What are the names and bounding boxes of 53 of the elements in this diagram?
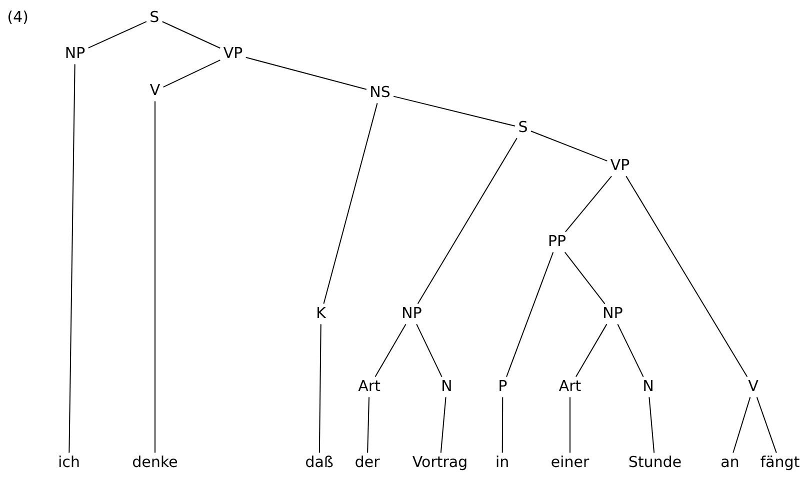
category-label: Art	[358, 380, 380, 391]
word: der	[356, 456, 380, 468]
tree-branch	[575, 324, 608, 378]
word: in	[496, 456, 508, 467]
tree-branch	[68, 64, 76, 454]
tree-branch	[318, 324, 322, 454]
tree-branch	[393, 96, 516, 127]
category-label: K	[318, 307, 326, 318]
category-label: N	[442, 380, 451, 391]
word: ich	[59, 456, 79, 468]
category-label: NS	[371, 86, 390, 98]
word: daß	[306, 456, 333, 468]
tree-branch	[732, 396, 751, 454]
word: an	[722, 458, 738, 468]
tree-branch	[162, 21, 221, 49]
tree-branch	[154, 100, 156, 454]
tree-branch	[162, 60, 221, 88]
category-label: NP	[403, 307, 422, 318]
tree-branch	[506, 252, 554, 378]
category-label: NP	[66, 47, 85, 58]
tree-branch	[564, 252, 606, 304]
category-label: NP	[604, 307, 622, 318]
tree-branch	[502, 396, 504, 454]
category-label: V	[748, 380, 758, 391]
word: denke	[133, 456, 178, 468]
tree-branch	[417, 138, 518, 304]
word: einer	[552, 456, 590, 468]
tree-branch	[617, 324, 644, 378]
tree-branch	[374, 324, 406, 378]
example-number: (4)	[8, 10, 28, 24]
tree-branch	[756, 396, 777, 454]
tree-branch	[530, 130, 608, 162]
word: fängt	[760, 456, 800, 470]
tree-branch	[440, 396, 446, 454]
category-label: PP	[549, 235, 566, 246]
category-label: N	[644, 380, 652, 391]
tree-branch	[648, 396, 655, 454]
category-label: S	[519, 120, 527, 132]
tree-branch	[88, 21, 147, 48]
tree-branch	[626, 176, 748, 378]
tree-branch	[323, 102, 378, 304]
category-label: S	[150, 10, 158, 22]
category-label: Art	[558, 380, 581, 391]
category-label: P	[500, 380, 507, 391]
word: Stunde	[629, 456, 681, 468]
tree-branch	[245, 56, 367, 90]
tree-branch	[367, 396, 370, 454]
word: Vortrag	[412, 456, 466, 470]
category-label: VP	[223, 47, 242, 58]
category-label: VP	[610, 159, 630, 170]
tree-branch	[416, 324, 442, 378]
tree-branch	[564, 176, 612, 232]
category-label: V	[150, 84, 160, 95]
